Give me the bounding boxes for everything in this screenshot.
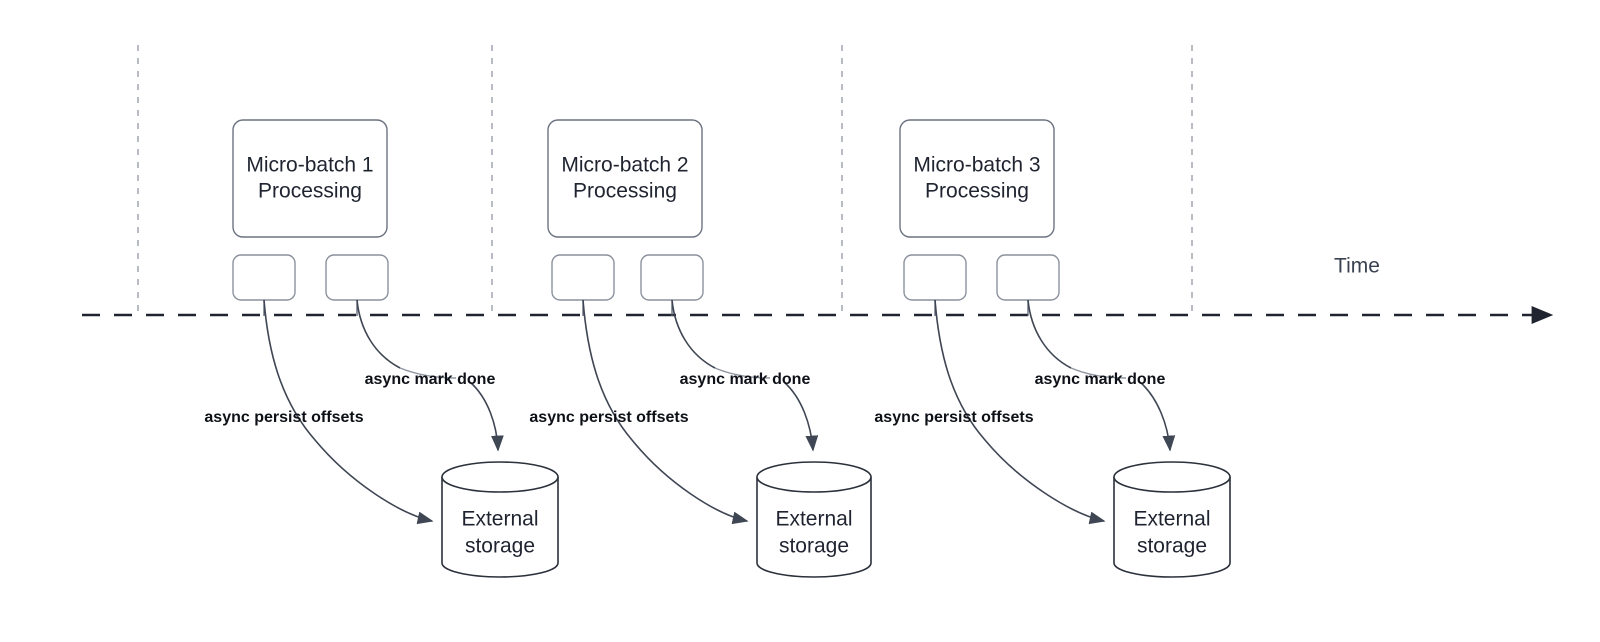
micro-batch-3-label-line1: Micro-batch 3 <box>913 154 1040 177</box>
edge-persist-offsets-2-label: async persist offsets <box>529 409 688 426</box>
edge-mark-done-3-tail <box>1139 381 1176 452</box>
group-2: Micro-batch 2 Processing async persist o… <box>529 119 872 578</box>
minibox-3a[interactable] <box>903 254 967 301</box>
time-axis: Time <box>82 255 1554 324</box>
minibox-2a[interactable] <box>551 254 615 301</box>
minibox-3b[interactable] <box>996 254 1060 301</box>
edge-mark-done-1 <box>356 299 401 369</box>
external-storage-2-body <box>756 477 872 578</box>
external-storage-1-label-line2: storage <box>465 535 535 558</box>
edge-mark-done-1-label: async mark done <box>365 371 496 388</box>
external-storage-2[interactable]: External storage <box>756 461 872 578</box>
external-storage-3[interactable]: External storage <box>1113 461 1231 578</box>
external-storage-1[interactable]: External storage <box>441 461 559 578</box>
external-storage-2-label-line1: External <box>775 508 852 531</box>
edge-persist-offsets-3 <box>934 299 1106 525</box>
time-axis-label: Time <box>1334 255 1380 278</box>
micro-batch-1-box[interactable] <box>232 119 388 238</box>
minibox-1b[interactable] <box>325 254 389 301</box>
edge-mark-done-2-label: async mark done <box>680 371 811 388</box>
external-storage-3-label-line1: External <box>1133 508 1210 531</box>
micro-batch-2-box[interactable] <box>547 119 703 238</box>
external-storage-1-label-line1: External <box>461 508 538 531</box>
external-storage-1-body <box>441 477 559 578</box>
edge-mark-done-1-mid <box>399 367 457 379</box>
edge-mark-done-3-mid <box>1070 367 1127 379</box>
edge-persist-offsets-1 <box>263 299 434 525</box>
external-storage-3-label-line2: storage <box>1137 535 1207 558</box>
external-storage-2-top <box>756 461 872 493</box>
edge-mark-done-2-mid <box>714 367 771 379</box>
edge-mark-done-2-tail <box>783 381 819 452</box>
group-1: Micro-batch 1 Processing async persist o… <box>204 119 559 578</box>
external-storage-2-label-line2: storage <box>779 535 849 558</box>
edge-mark-done-2 <box>671 299 716 369</box>
external-storage-1-top <box>441 461 559 493</box>
micro-batch-3-label-line2: Processing <box>925 180 1029 203</box>
edge-persist-offsets-2 <box>582 299 749 525</box>
micro-batch-2-label-line1: Micro-batch 2 <box>561 154 688 177</box>
edge-persist-offsets-3-label: async persist offsets <box>874 409 1033 426</box>
edge-mark-done-3-label: async mark done <box>1035 371 1166 388</box>
edge-mark-done-1-tail <box>469 381 504 452</box>
minibox-2b[interactable] <box>640 254 704 301</box>
edge-mark-done-3 <box>1027 299 1072 369</box>
micro-batch-1-label-line2: Processing <box>258 180 362 203</box>
group-3: Micro-batch 3 Processing async persist o… <box>874 119 1231 578</box>
micro-batch-3-box[interactable] <box>899 119 1055 238</box>
edge-persist-offsets-1-label: async persist offsets <box>204 409 363 426</box>
micro-batch-2-label-line2: Processing <box>573 180 677 203</box>
micro-batch-1-label-line1: Micro-batch 1 <box>246 154 373 177</box>
external-storage-3-top <box>1113 461 1231 493</box>
external-storage-3-body <box>1113 477 1231 578</box>
minibox-1a[interactable] <box>232 254 296 301</box>
